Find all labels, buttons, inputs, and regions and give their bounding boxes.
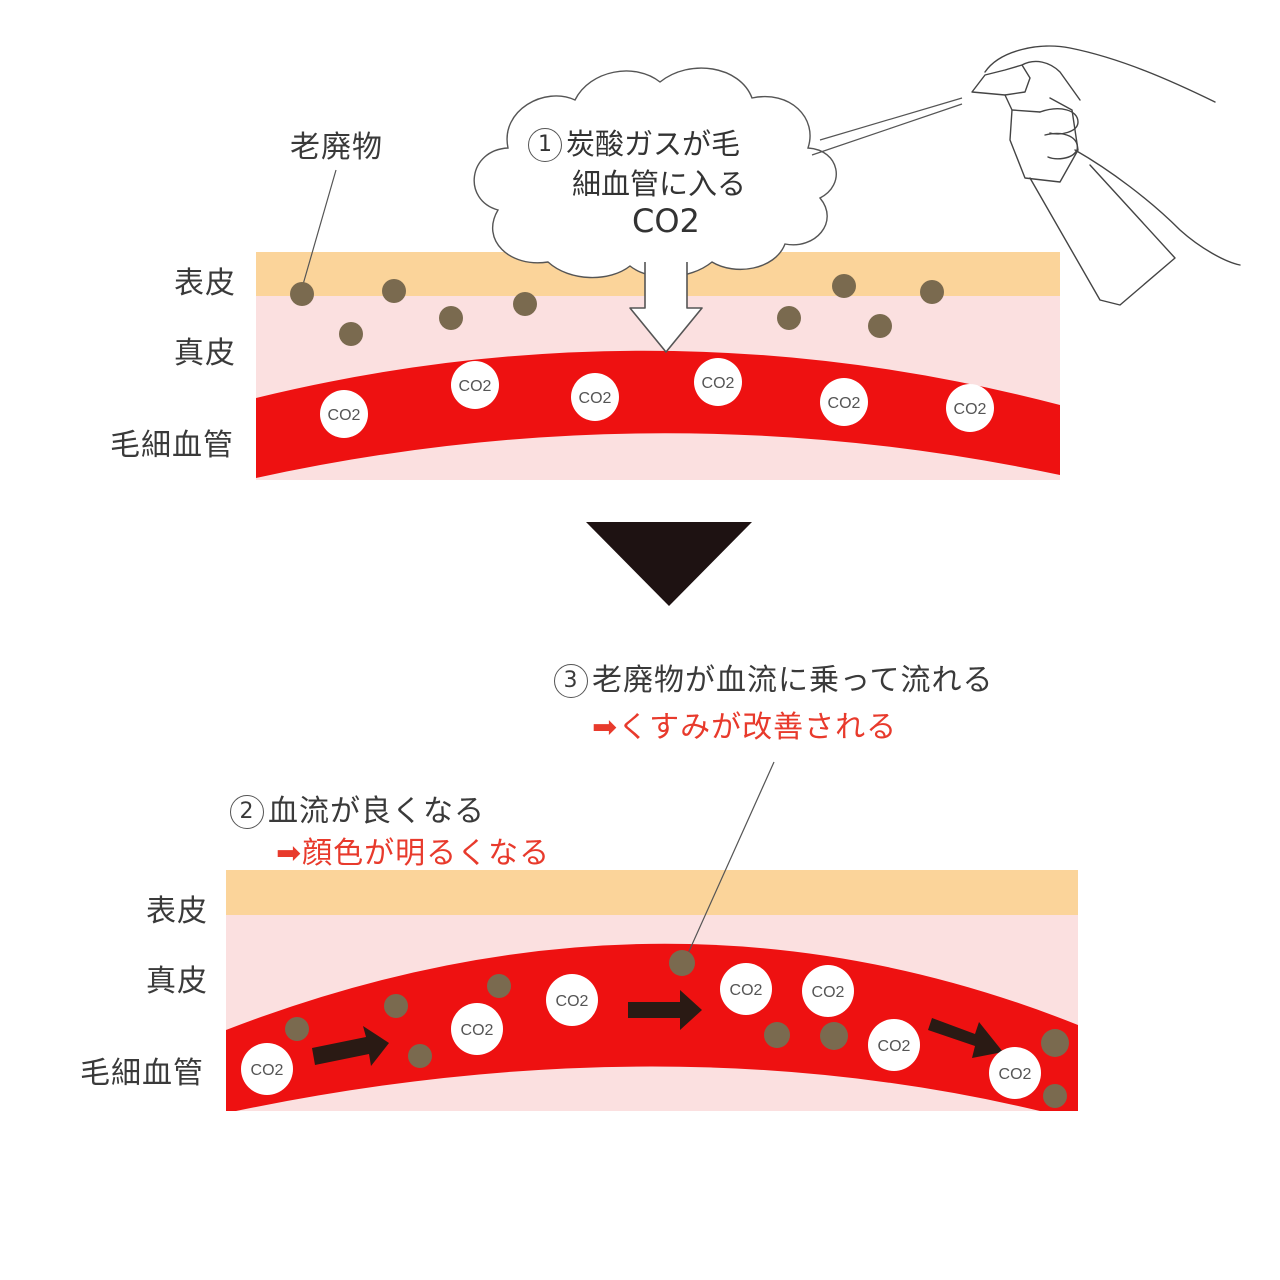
flow-arrow-icon <box>312 1026 389 1066</box>
bottom-skin-panel <box>226 870 1078 1111</box>
waste-particle <box>669 950 695 976</box>
co2-bubble-label: CO2 <box>459 378 492 395</box>
spray-jet <box>811 97 963 156</box>
co2-bubble-label: CO2 <box>328 407 361 424</box>
waste-particle <box>439 306 463 330</box>
step1-line1: 炭酸ガスが毛 <box>566 127 741 161</box>
waste-particle <box>408 1044 432 1068</box>
co2-bubble-label: CO2 <box>579 390 612 407</box>
co2-entry-arrow <box>629 262 703 353</box>
top-dermis-label: 真皮 <box>174 336 236 371</box>
waste-particle <box>339 322 363 346</box>
co2-bubble: CO2 <box>241 1043 293 1095</box>
waste-particle <box>920 280 944 304</box>
step1-line2: 細血管に入る <box>572 167 747 201</box>
flow-arrow-icon <box>928 1018 1003 1058</box>
co2-bubble-label: CO2 <box>999 1066 1032 1083</box>
step3-text: 老廃物が血流に乗って流れる <box>592 663 994 698</box>
co2-bubble: CO2 <box>868 1019 920 1071</box>
co2-bubble: CO2 <box>802 965 854 1017</box>
co2-bubble-label: CO2 <box>812 984 845 1001</box>
bottom-capillary-label: 毛細血管 <box>80 1056 204 1091</box>
bottom-lower-dermis <box>236 1066 1040 1111</box>
hand-spray-bottle-icon <box>971 45 1241 306</box>
waste-particle <box>764 1022 790 1048</box>
co2-bubble-label: CO2 <box>702 375 735 392</box>
waste-particle <box>1041 1029 1069 1057</box>
co2-bubble-label: CO2 <box>556 993 589 1010</box>
step1-number: 1 <box>528 128 562 162</box>
top-waste-leader <box>301 169 337 289</box>
waste-particle <box>868 314 892 338</box>
waste-particle <box>384 994 408 1018</box>
co2-cloud <box>473 67 837 279</box>
co2-bubble: CO2 <box>451 361 499 409</box>
co2-bubble: CO2 <box>451 1003 503 1055</box>
top-capillary-label: 毛細血管 <box>110 428 234 463</box>
waste-particle <box>285 1017 309 1041</box>
co2-bubble-label: CO2 <box>251 1062 284 1079</box>
waste-particle <box>513 292 537 316</box>
co2-bubble: CO2 <box>820 378 868 426</box>
co2-bubble: CO2 <box>694 358 742 406</box>
co2-bubble-label: CO2 <box>461 1022 494 1039</box>
bottom-waste-particles <box>285 950 1069 1108</box>
step2-result: ➡顔色が明るくなる <box>276 836 551 871</box>
waste-label: 老廃物 <box>290 130 383 165</box>
waste-particle <box>1043 1084 1067 1108</box>
step3-number: 3 <box>554 664 588 698</box>
waste-particle <box>777 306 801 330</box>
co2-bubble: CO2 <box>571 373 619 421</box>
step3-result: ➡くすみが改善される <box>592 710 898 745</box>
co2-bubble: CO2 <box>546 974 598 1026</box>
bottom-capillary <box>226 943 1078 1111</box>
top-co2-bubbles: CO2 CO2 CO2 CO2 CO2 CO2 <box>320 358 994 438</box>
waste-particle <box>820 1022 848 1050</box>
bottom-epidermis-layer <box>226 870 1078 915</box>
co2-bubble-label: CO2 <box>730 982 763 999</box>
co2-bubble: CO2 <box>946 384 994 432</box>
step2-text: 血流が良くなる <box>268 794 485 829</box>
co2-bubble-label: CO2 <box>878 1038 911 1055</box>
top-waste-particles <box>290 274 944 346</box>
step3-leader <box>685 761 775 959</box>
co2-bubble: CO2 <box>320 390 368 438</box>
top-epidermis-label: 表皮 <box>174 266 236 301</box>
step1-co2: CO2 <box>632 202 700 240</box>
waste-particle <box>290 282 314 306</box>
waste-particle <box>382 279 406 303</box>
step2-number: 2 <box>230 795 264 829</box>
transition-down-arrow <box>586 522 752 606</box>
bottom-epidermis-label: 表皮 <box>146 894 208 929</box>
bottom-dermis-label: 真皮 <box>146 964 208 999</box>
co2-bubble: CO2 <box>720 963 772 1015</box>
bottom-co2-bubbles: CO2 CO2 CO2 CO2 CO2 CO2 CO2 <box>241 963 1041 1099</box>
flow-arrow-icon <box>628 990 702 1030</box>
co2-bubble-label: CO2 <box>954 401 987 418</box>
co2-bubble: CO2 <box>989 1047 1041 1099</box>
waste-particle <box>487 974 511 998</box>
co2-bubble-label: CO2 <box>828 395 861 412</box>
blood-flow-arrows <box>312 990 1003 1066</box>
waste-particle <box>832 274 856 298</box>
